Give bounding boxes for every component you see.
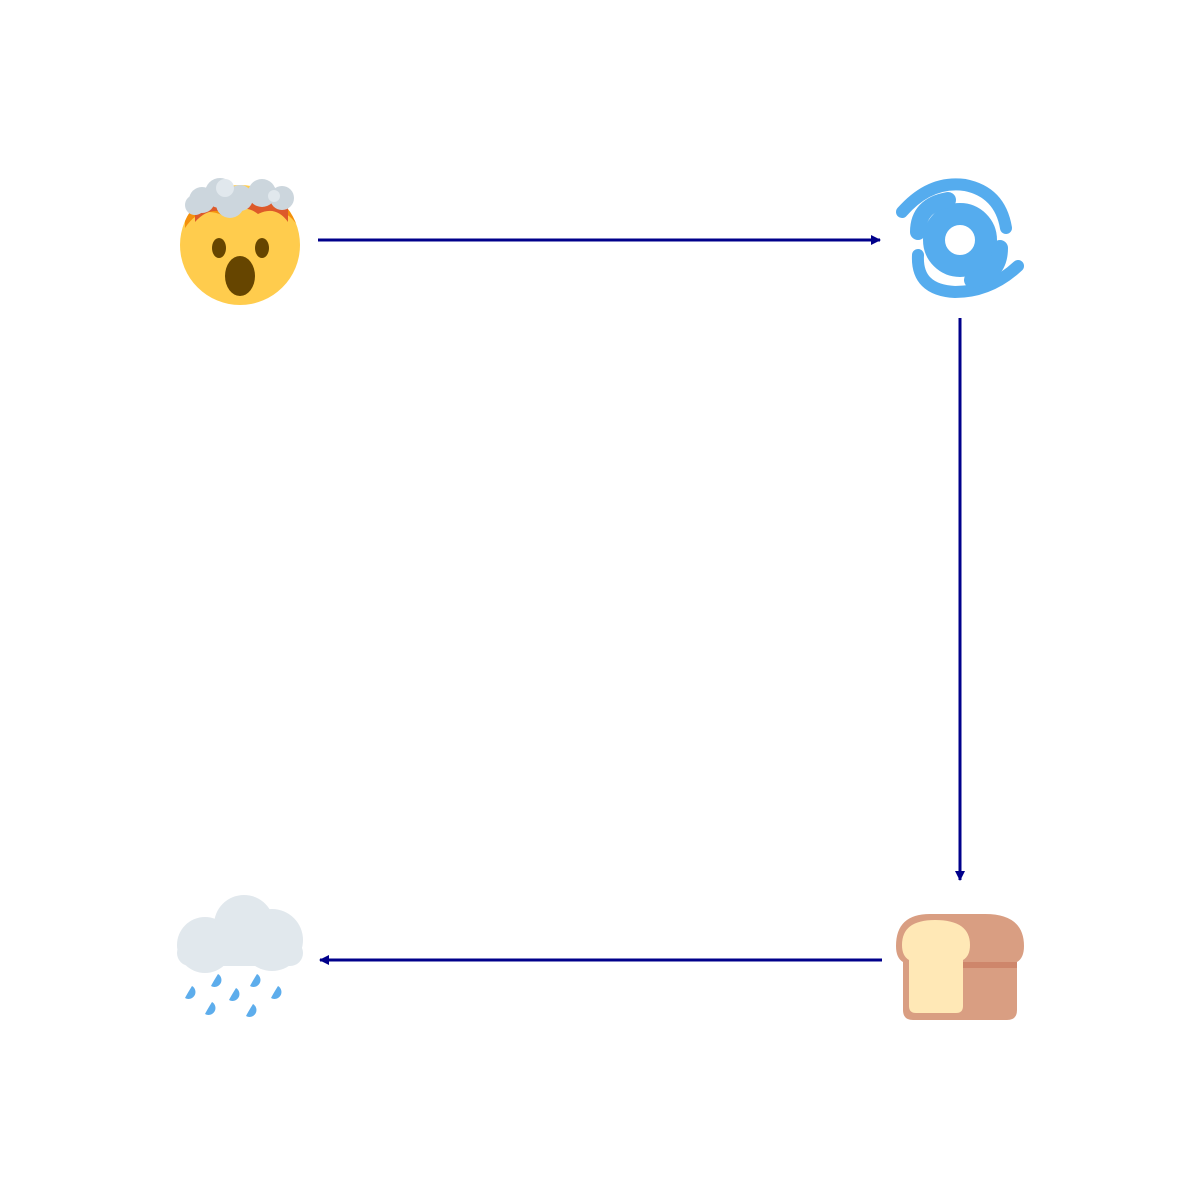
rain-cloud-icon xyxy=(177,895,303,1017)
exploding-head-icon xyxy=(180,178,300,305)
cyclone-icon xyxy=(896,178,1024,299)
bread-icon xyxy=(896,914,1024,1020)
